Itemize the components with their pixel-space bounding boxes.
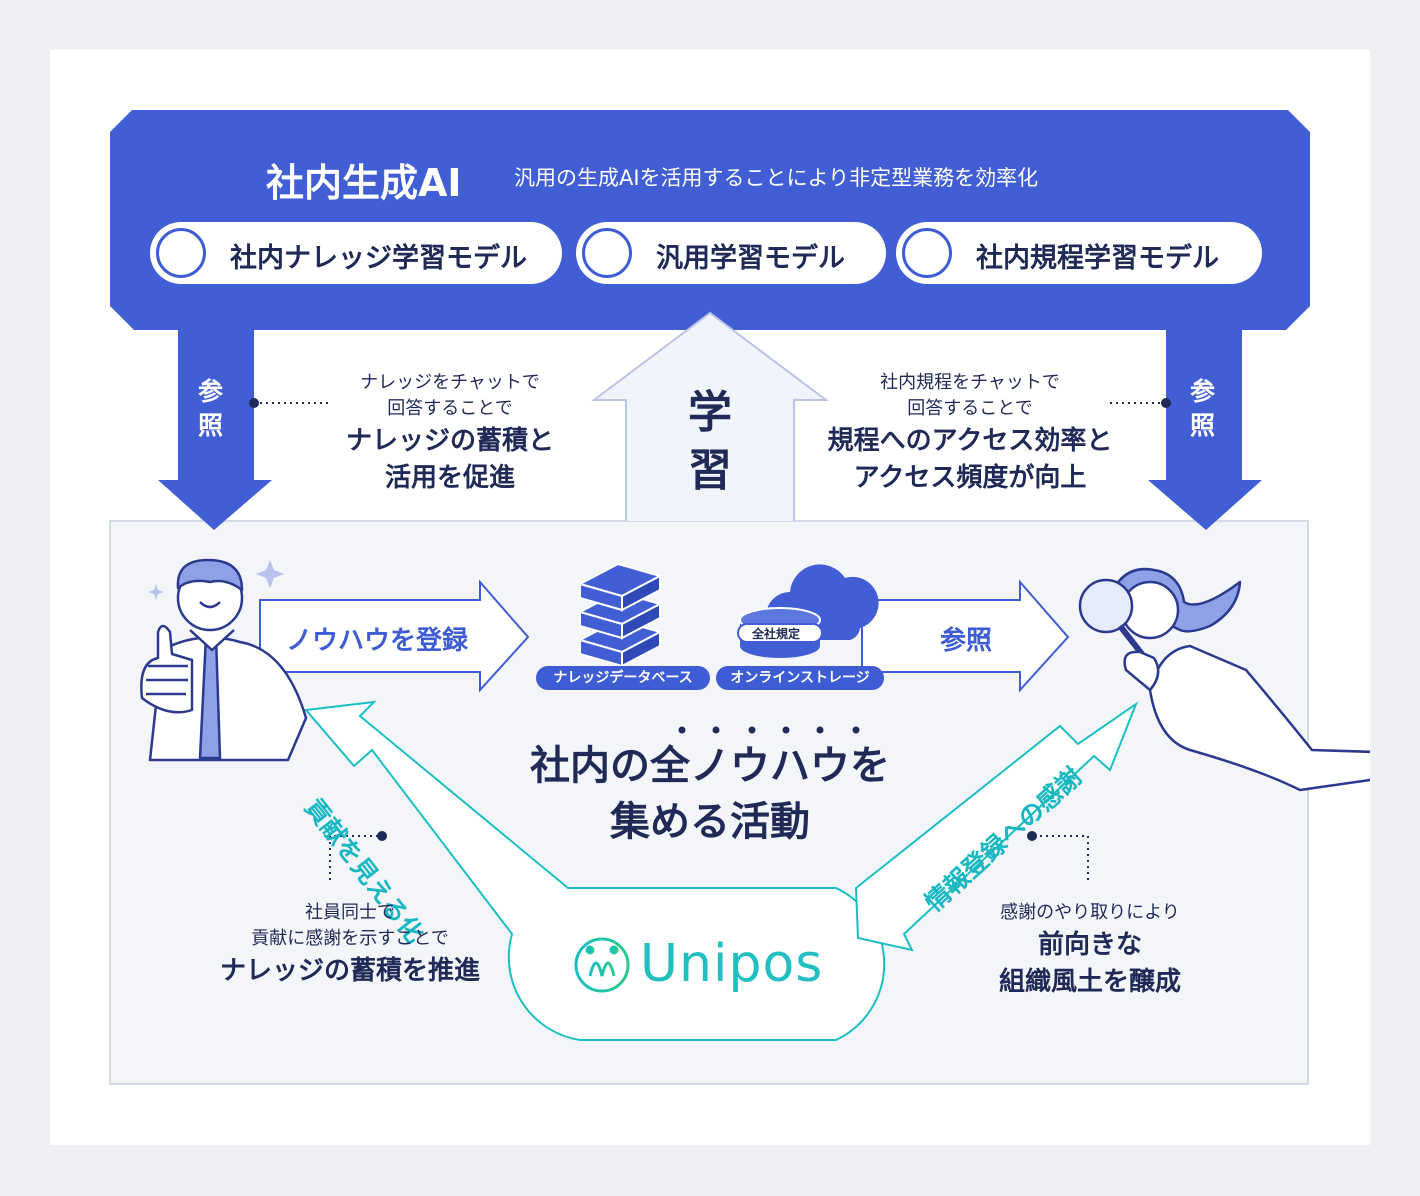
note-line: 社員同士で [305,902,395,923]
note-gratitude: 感謝のやり取りにより 前向きな 組織風土を醸成 [970,898,1210,998]
left-refer-label-1: 参 [198,377,224,406]
genai-title: 社内生成AI [266,161,462,205]
center-line-2: 集める活動 [610,799,810,845]
center-line-1: 社内の全ノウハウを [530,743,890,789]
database-books-icon [577,562,663,668]
note-contribution: 社員同士で 貢献に感謝を示すことで ナレッジの蓄積を推進 [200,898,500,987]
note-knowledge: ナレッジをチャットで 回答することで ナレッジの蓄積と 活用を促進 [320,368,580,494]
man-thumbs-up-illustration [140,558,308,762]
model-label: 汎用学習モデル [656,243,845,274]
woman-magnifier-illustration [1078,567,1370,792]
model-pill-knowledge: 社内ナレッジ学習モデル [150,222,562,284]
note-bold: ナレッジの蓄積と [345,426,554,456]
model-pill-regulation: 社内規程学習モデル [896,222,1262,284]
unipos-wordmark: Unipos [640,934,824,994]
left-refer-label-2: 照 [198,411,224,440]
learn-label-2: 習 [688,445,732,496]
register-label: ノウハウを登録 [286,626,469,656]
register-arrow [259,579,530,693]
model-pill-general: 汎用学習モデル [576,222,886,284]
right-refer-label-2: 照 [1190,411,1216,440]
learn-arrow [591,311,829,521]
storage-label: オンラインストレージ [716,666,884,690]
learn-label-1: 学 [688,387,732,438]
refer-arrow [861,579,1070,693]
cloud-badge-label: 全社規定 [752,627,801,641]
note-bold: アクセス頻度が向上 [853,463,1087,493]
note-line: 回答することで [907,398,1033,419]
note-line: 感謝のやり取りにより [1000,902,1180,923]
model-label: 社内規程学習モデル [976,243,1219,274]
note-line: 貢献に感謝を示すことで [251,928,449,949]
note-regulation: 社内規程をチャットで 回答することで 規程へのアクセス効率と アクセス頻度が向上 [820,368,1120,494]
diagram-canvas: 社内生成AI 汎用の生成AIを活用することにより非定型業務を効率化 社内ナレッジ… [50,50,1370,1145]
ai-head-chip-icon [582,228,632,278]
model-label: 社内ナレッジ学習モデル [230,243,527,274]
genai-subtitle: 汎用の生成AIを活用することにより非定型業務を効率化 [514,166,1039,190]
note-line: 社内規程をチャットで [880,372,1060,393]
robot-headset-icon [902,228,952,278]
note-line: 回答することで [387,398,513,419]
robot-headset-icon [156,228,206,278]
center-heading: 社内の全ノウハウを 集める活動 [490,738,930,850]
note-bold: 組織風土を醸成 [998,967,1181,997]
note-line: ナレッジをチャットで [360,372,540,393]
emphasis-dots [678,726,860,734]
right-refer-label-1: 参 [1190,377,1216,406]
right-refer-arrow [1148,330,1262,530]
left-refer-arrow [158,330,272,530]
database-label: ナレッジデータベース [536,666,710,690]
note-bold: 活用を促進 [384,463,515,493]
refer-mid-label: 参照 [940,626,993,656]
gratitude-arrow [854,701,1139,952]
unipos-logo-mark [574,937,630,993]
note-bold: 規程へのアクセス効率と [827,426,1113,456]
note-bold: ナレッジの蓄積を推進 [219,956,480,986]
genai-banner [110,110,1310,330]
note-bold: 前向きな [1037,930,1142,960]
cloud-storage-icon [737,564,879,658]
